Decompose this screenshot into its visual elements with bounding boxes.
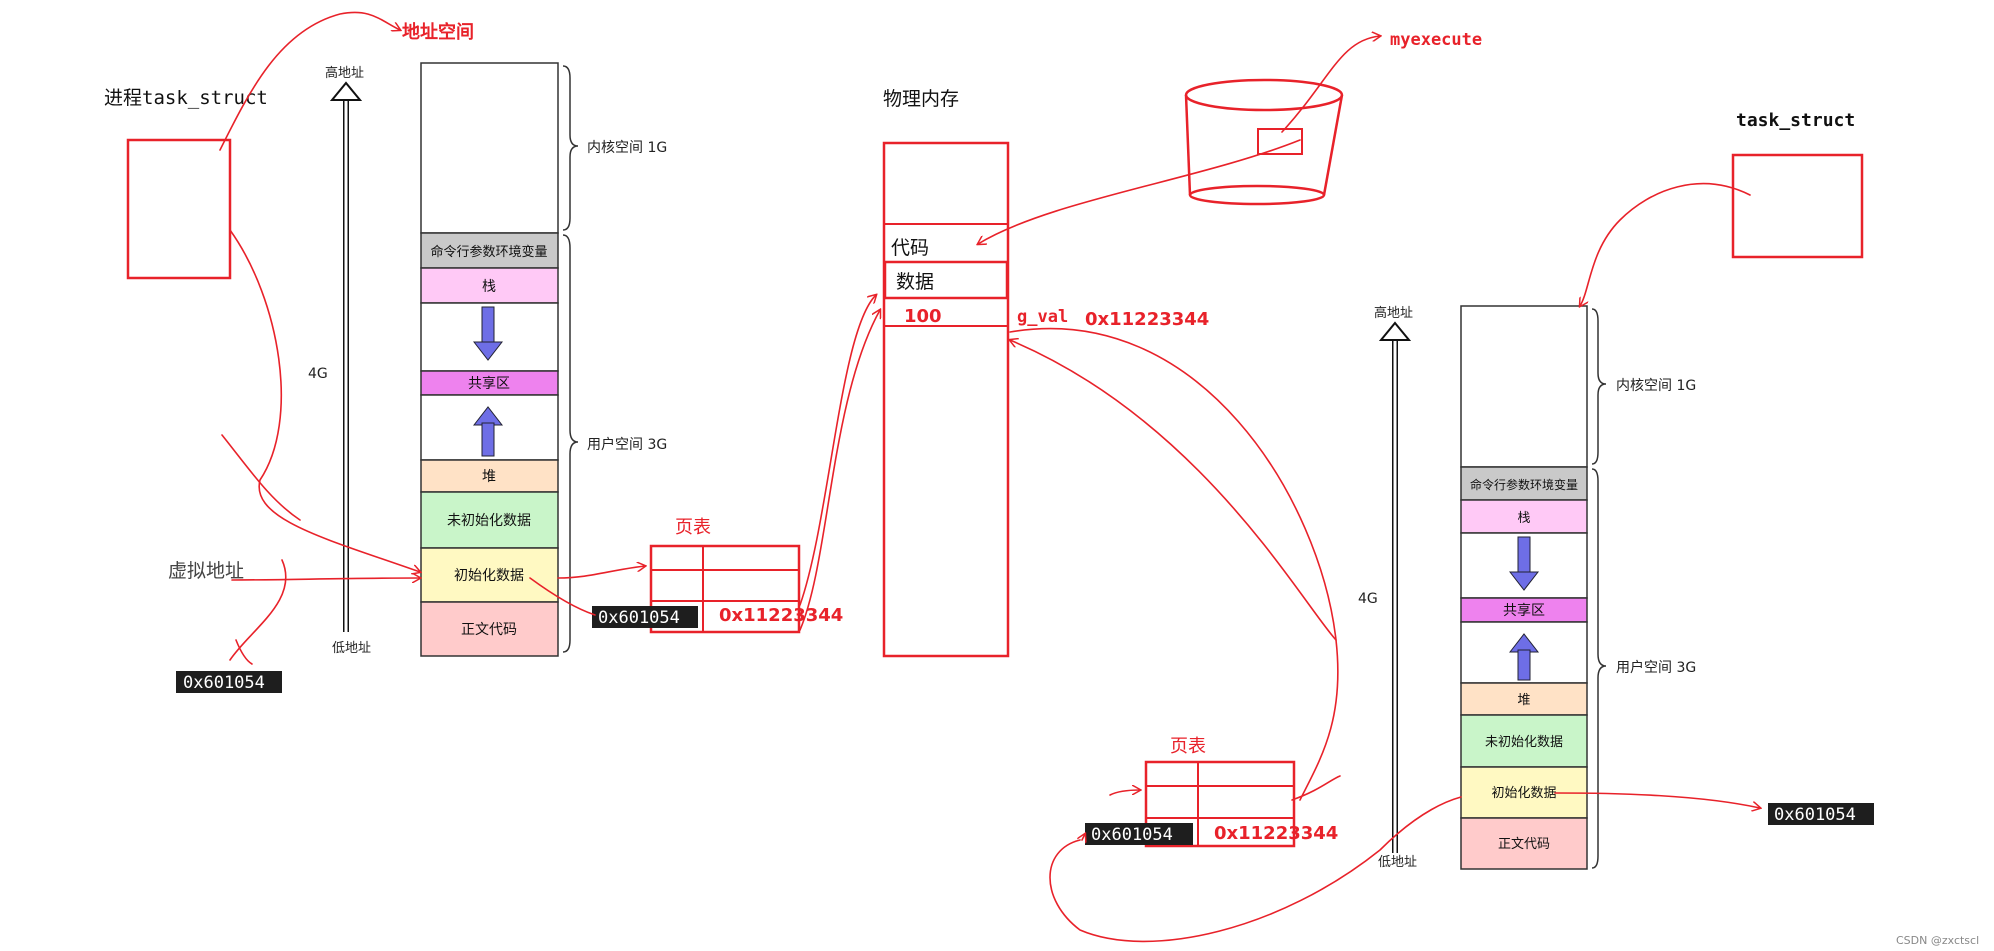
right-down-arrow-icon (1517, 536, 1531, 576)
address-space-label: 地址空间 (402, 21, 474, 43)
left-seg-cmdline (420, 232, 559, 269)
left-axis-arrowhead (329, 81, 363, 101)
right-seg-text-label: 正文代码 (1498, 837, 1550, 852)
right-seg-heap-label: 堆 (1517, 693, 1530, 708)
right-virtual-addr-value: 0x601054 (1774, 805, 1856, 825)
disk-file-icon (1257, 128, 1303, 155)
left-4g-label: 4G (308, 366, 328, 382)
left-task-struct-box (126, 138, 232, 280)
left-pt-physical-value: 0x11223344 (719, 605, 843, 626)
right-pt-physical-value: 0x11223344 (1214, 823, 1338, 844)
left-seg-stack-label: 栈 (482, 279, 496, 295)
right-axis-arrowhead (1378, 321, 1412, 341)
right-4g-label: 4G (1358, 591, 1378, 607)
right-seg-stack (1460, 499, 1588, 534)
left-down-arrow-icon (481, 306, 495, 346)
left-high-addr: 高地址 (325, 65, 364, 81)
left-seg-heap (420, 459, 559, 493)
left-kernel-brace (562, 65, 579, 231)
right-kernel-segment (1460, 305, 1588, 468)
right-seg-stack-label: 栈 (1517, 511, 1530, 526)
left-seg-bss-label: 未初始化数据 (447, 512, 531, 529)
left-kernel-label: 内核空间 1G (587, 140, 667, 156)
left-page-table (649, 544, 801, 634)
annotation-strokes (219, 11, 1760, 943)
left-kernel-segment (420, 62, 559, 234)
right-seg-bss-label: 未初始化数据 (1485, 735, 1563, 750)
physical-value: 100 (904, 306, 942, 327)
left-user-label: 用户空间 3G (587, 436, 667, 453)
right-kernel-label: 内核空间 1G (1616, 378, 1696, 394)
left-seg-cmdline-label: 命令行参数环境变量 (430, 244, 547, 260)
left-seg-shared-label: 共享区 (468, 375, 510, 392)
right-seg-cmdline (1460, 466, 1588, 501)
left-seg-text-label: 正文代码 (461, 622, 517, 638)
physical-data-label: 数据 (896, 271, 934, 293)
left-seg-text (420, 601, 559, 657)
physical-code-label: 代码 (891, 237, 929, 259)
right-seg-cmdline-label: 命令行参数环境变量 (1470, 477, 1578, 492)
right-user-brace (1591, 468, 1607, 869)
gval-var-name: g_val (1017, 307, 1068, 327)
right-seg-bss (1460, 714, 1588, 768)
left-pt-virtual-box (592, 606, 698, 628)
left-seg-heap-label: 堆 (482, 469, 496, 485)
right-seg-shared-label: 共享区 (1503, 602, 1545, 619)
disk-file-label: myexecute (1390, 30, 1482, 50)
right-virtual-addr-box (1768, 803, 1874, 825)
right-page-table-label: 页表 (1170, 736, 1206, 757)
left-low-addr: 低地址 (332, 641, 371, 656)
left-seg-shared (420, 370, 559, 396)
left-task-struct-title: 进程task_struct (104, 87, 268, 109)
left-pt-virtual-value: 0x601054 (598, 608, 680, 628)
right-high-addr: 高地址 (1374, 305, 1413, 321)
left-seg-stack (420, 267, 559, 304)
left-virtual-addr-box (176, 671, 282, 693)
right-seg-text (1460, 817, 1588, 870)
right-seg-shared (1460, 597, 1588, 623)
right-seg-data-label: 初始化数据 (1491, 786, 1556, 801)
physical-memory-title: 物理内存 (883, 88, 959, 110)
left-seg-data-label: 初始化数据 (454, 567, 524, 584)
physical-memory-box (882, 141, 1010, 658)
right-page-table (1144, 760, 1296, 848)
right-task-struct-title: task_struct (1736, 110, 1855, 131)
left-seg-data (420, 547, 559, 603)
right-low-addr: 低地址 (1378, 855, 1417, 870)
virtual-addr-label: 虚拟地址 (168, 560, 244, 582)
right-user-label: 用户空间 3G (1616, 659, 1696, 676)
right-pt-virtual-box (1085, 823, 1193, 845)
left-page-table-label: 页表 (675, 517, 711, 538)
right-kernel-brace (1591, 308, 1607, 465)
left-virtual-addr-value: 0x601054 (183, 673, 265, 693)
left-seg-bss (420, 491, 559, 549)
watermark: CSDN @zxctscl (1896, 934, 1979, 947)
gval-var-addr: 0x11223344 (1085, 309, 1209, 330)
left-user-brace (562, 234, 579, 653)
right-pt-virtual-value: 0x601054 (1091, 825, 1173, 845)
right-task-struct-box (1731, 153, 1864, 259)
disk-top (1184, 78, 1344, 112)
disk-bottom (1188, 184, 1326, 206)
